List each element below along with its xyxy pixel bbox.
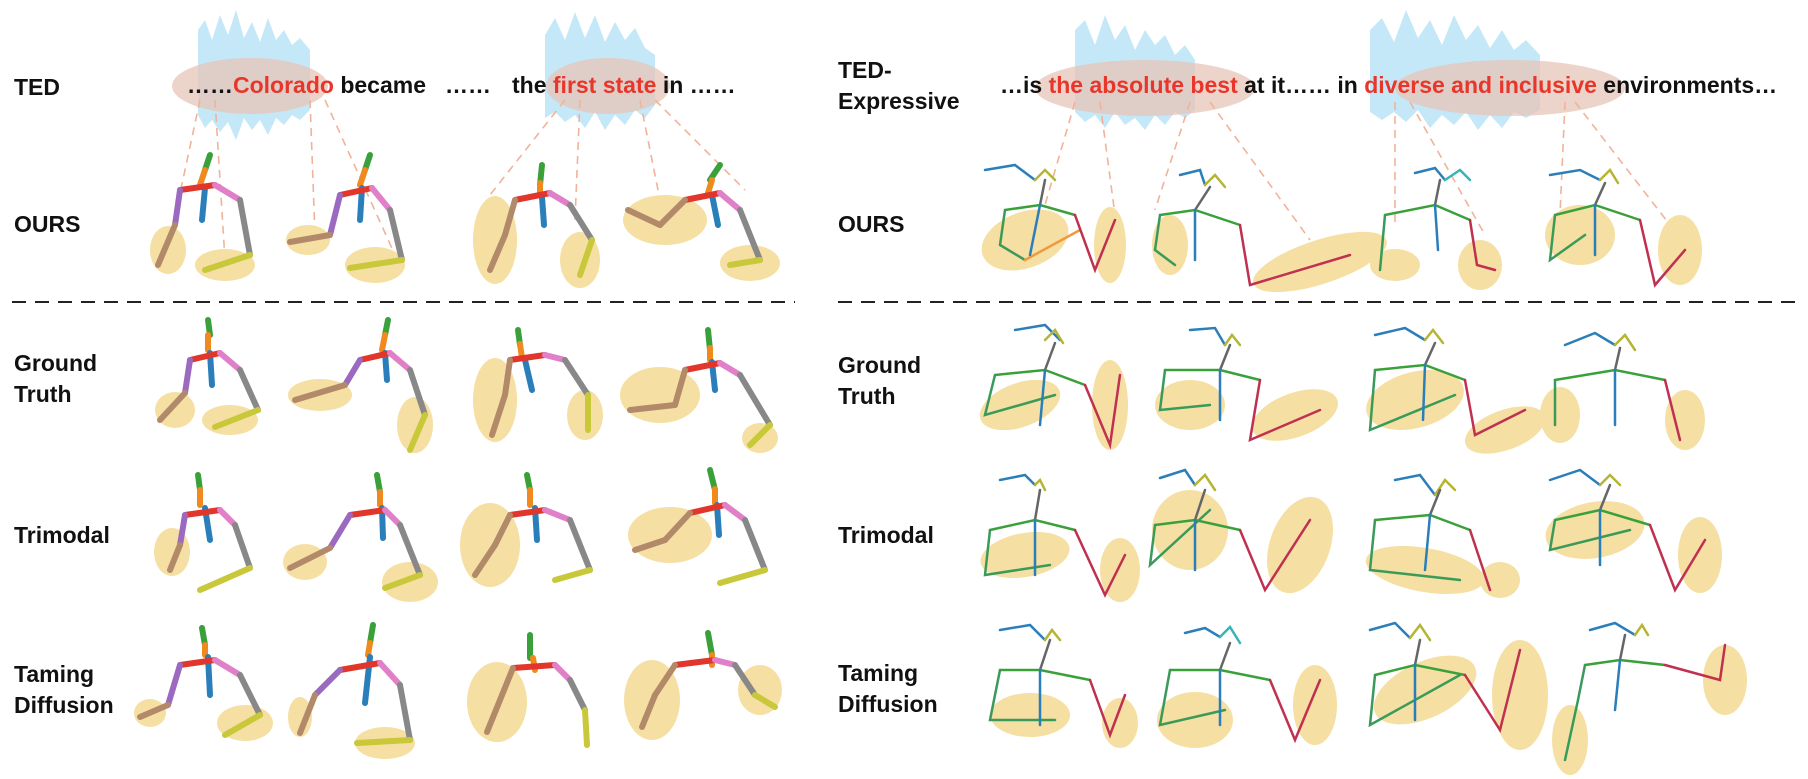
sentence-segment: the [512,72,553,98]
sentence-segment: became [333,72,427,98]
sentence-highlight: diverse and inclusive [1364,72,1597,98]
right-skeletons [979,163,1747,775]
row-label-ground-truth-right: Ground Truth [838,350,921,412]
row-label-taming-diffusion-left: Taming Diffusion [14,659,114,721]
row-label-trimodal-left: Trimodal [14,522,110,548]
dataset-label-ted: TED [14,74,60,100]
left-skeletons [134,152,782,759]
row-label-trimodal-right: Trimodal [838,522,934,548]
sentence-highlight: first state [552,72,657,98]
row-label-taming-diffusion-right: Taming Diffusion [838,658,938,720]
dataset-label-ted-expressive: TED- Expressive [838,55,959,117]
sentence-segment: in …… [656,72,736,98]
row-label-line1: Taming [14,661,95,687]
ted-expressive-sentence: …is the absolute best at it…… in diverse… [1000,72,1777,99]
word-highlight-ellipses [172,58,1625,116]
row-label-line2: Diffusion [14,692,114,718]
sentence-segment: environments… [1596,72,1778,98]
row-label-line1: Ground [14,350,98,376]
sentence-segment: …… [187,72,233,98]
dataset-label-line1: TED- [838,57,892,83]
ted-sentence-first: ……Colorado became [187,72,426,99]
sentence-segment: at it…… in [1237,72,1365,98]
dataset-label-line2: Expressive [838,88,960,114]
ted-sentence-second: the first state in …… [512,72,736,99]
sentence-highlight: Colorado [233,72,334,98]
row-label-line2: Diffusion [838,691,938,717]
row-label-ours-left: OURS [14,211,81,237]
connector-lines [169,99,1671,261]
row-label-ground-truth-left: Ground Truth [14,348,97,410]
row-label-line2: Truth [838,383,896,409]
row-label-line1: Ground [838,352,922,378]
row-label-ours-right: OURS [838,211,905,237]
row-label-line1: Taming [838,660,919,686]
row-label-line2: Truth [14,381,72,407]
sentence-segment: …is [1000,72,1049,98]
sentence-highlight: the absolute best [1048,72,1238,98]
ted-sentence-ellipsis: …… [445,72,491,98]
